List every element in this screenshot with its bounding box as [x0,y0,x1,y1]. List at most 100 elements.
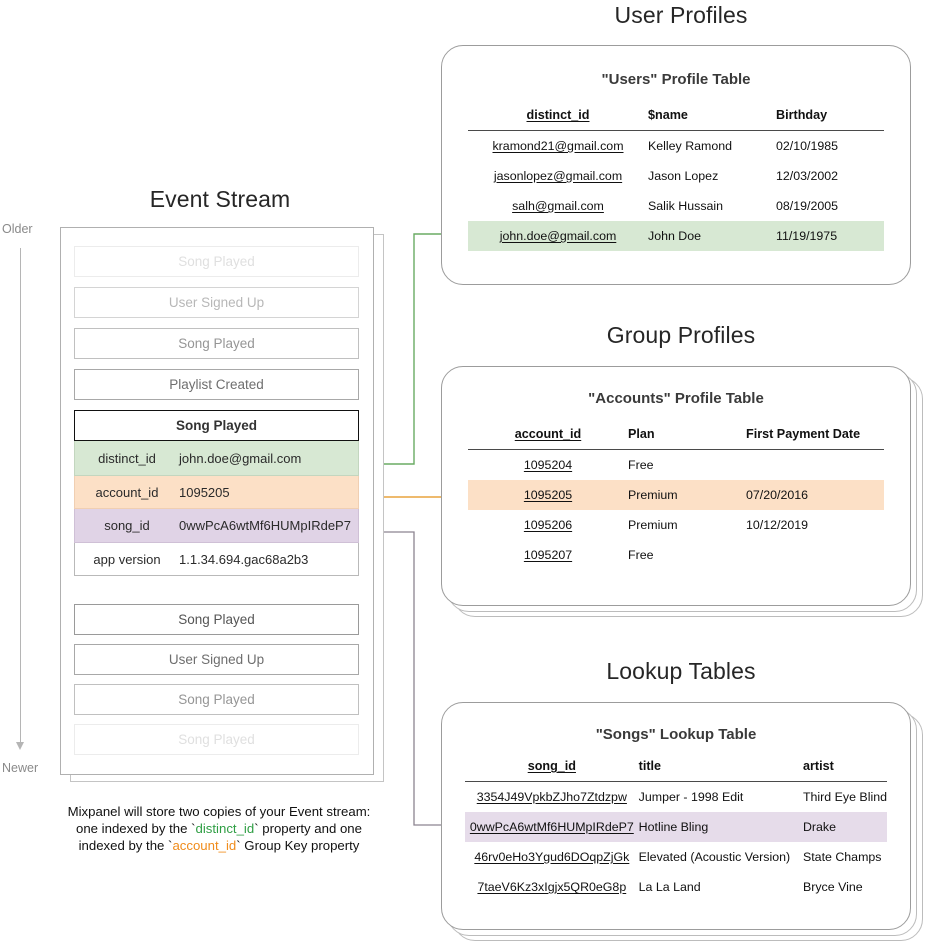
cell-birthday: 08/19/2005 [776,199,839,213]
cell-title: Elevated (Acoustic Version) [638,850,791,864]
users-table: distinct_id $name Birthday kramond21@gma… [468,108,884,251]
cell-title: La La Land [638,880,701,894]
group-profiles-content: "Accounts" Profile Table account_id Plan… [441,366,911,606]
selected-event-header: Song Played [74,410,359,441]
cell-distinct-id: john.doe@gmail.com [468,221,648,251]
cell-account-id: 1095206 [523,518,573,532]
accounts-table: account_id Plan First Payment Date 10952… [468,427,884,570]
event-item[interactable]: Song Played [74,684,359,715]
cell-distinct-id: jasonlopez@gmail.com [493,169,623,183]
column-header-artist: artist [802,759,887,782]
selected-event-name: Song Played [175,418,258,433]
event-item[interactable]: Song Played [74,246,359,277]
cell-artist: Bryce Vine [802,880,863,894]
cell-title: Jumper - 1998 Edit [638,790,744,804]
event-property-value: 1095205 [179,484,230,500]
table-row-highlighted[interactable]: john.doe@gmail.com John Doe 11/19/1975 [468,221,884,251]
cell-plan: Premium [628,480,746,510]
caption-line-3-suffix: ` Group Key property [236,838,360,853]
table-row[interactable]: 1095204 Free [468,450,884,481]
cell-plan: Premium [628,518,678,532]
caption-line-2-prefix: one indexed by the ` [76,821,196,836]
cell-song-id: 3354J49VpkbZJho7Ztdzpw [476,790,627,804]
cell-song-id: 46rv0eHo3Ygud6DOqpZjGk [474,850,630,864]
songs-table: song_id title artist 3354J49VpkbZJho7Ztd… [465,759,887,902]
selected-event-card[interactable]: Song Played distinct_id john.doe@gmail.c… [74,410,359,576]
event-property-distinct-id: distinct_id john.doe@gmail.com [74,441,359,476]
cell-plan: Free [628,458,654,472]
songs-table-title: "Songs" Lookup Table [595,726,757,743]
cell-song-id: 7taeV6Kz3xIgjx5QR0eG8p [477,880,627,894]
column-header-distinct-id: distinct_id [468,108,648,131]
caption-token-account-id: account_id [172,838,237,853]
event-item[interactable]: Playlist Created [74,369,359,400]
event-property-key: account_id [95,484,159,500]
lookup-tables-section-title: Lookup Tables [606,658,756,684]
column-header-first-payment-date: First Payment Date [746,427,884,450]
table-row[interactable]: 3354J49VpkbZJho7Ztdzpw Jumper - 1998 Edi… [465,782,887,813]
user-profiles-content: "Users" Profile Table distinct_id $name … [441,45,911,285]
accounts-table-title: "Accounts" Profile Table [588,390,764,407]
event-item[interactable]: User Signed Up [74,287,359,318]
event-property-value: john.doe@gmail.com [179,450,302,466]
events-after-list: Song Played User Signed Up Song Played S… [74,604,359,755]
table-row[interactable]: 46rv0eHo3Ygud6DOqpZjGk Elevated (Acousti… [465,842,887,872]
event-property-value: 0wwPcA6wtMf6HUMpIRdeP7 [179,518,351,533]
group-profiles-section-title: Group Profiles [606,322,756,348]
cell-birthday: 12/03/2002 [776,169,839,183]
cell-birthday: 11/19/1975 [776,221,884,251]
event-item-label: User Signed Up [168,652,265,667]
caption-line-3-prefix: indexed by the ` [78,838,173,853]
column-header-plan: Plan [628,427,746,450]
event-property-key: song_id [104,518,150,533]
event-item-label: User Signed Up [168,295,265,310]
event-item[interactable]: Song Played [74,724,359,755]
caption-token-distinct-id: distinct_id [195,821,255,836]
users-table-title: "Users" Profile Table [601,71,751,88]
cell-name: Jason Lopez [648,169,719,183]
caption-line-3: indexed by the `account_id` Group Key pr… [34,837,404,854]
column-header-title: title [638,759,803,782]
caption-line-2: one indexed by the `distinct_id` propert… [34,820,404,837]
table-header-row: account_id Plan First Payment Date [468,427,884,450]
event-item[interactable]: Song Played [74,328,359,359]
table-row[interactable]: salh@gmail.com Salik Hussain 08/19/2005 [468,191,884,221]
event-property-account-id: account_id 1095205 [74,476,359,509]
table-row[interactable]: 1095207 Free [468,540,884,570]
column-header-song-id: song_id [465,759,639,782]
cell-name: Kelley Ramond [648,139,733,153]
table-row[interactable]: kramond21@gmail.com Kelley Ramond 02/10/… [468,131,884,162]
cell-artist: Drake [802,812,887,842]
table-row[interactable]: 7taeV6Kz3xIgjx5QR0eG8p La La Land Bryce … [465,872,887,902]
table-row[interactable]: 1095206 Premium 10/12/2019 [468,510,884,540]
cell-distinct-id: salh@gmail.com [512,199,604,213]
caption-line-1: Mixpanel will store two copies of your E… [67,804,371,819]
timeline-older-label: Older [2,222,33,236]
event-property-key: distinct_id [98,450,156,466]
table-row-highlighted[interactable]: 1095205 Premium 07/20/2016 [468,480,884,510]
event-item[interactable]: Song Played [74,604,359,635]
event-item-label: Song Played [178,612,255,627]
cell-account-id: 1095207 [523,548,573,562]
event-item-label: Song Played [178,732,255,747]
timeline-line [20,248,21,744]
event-property-key: app version [93,551,161,567]
event-item[interactable]: User Signed Up [74,644,359,675]
event-property-app-version: app version 1.1.34.694.gac68a2b3 [74,543,359,576]
cell-name: Salik Hussain [648,199,724,213]
event-stream-caption: Mixpanel will store two copies of your E… [34,803,404,854]
cell-name: John Doe [648,221,776,251]
table-row[interactable]: jasonlopez@gmail.com Jason Lopez 12/03/2… [468,161,884,191]
cell-birthday: 02/10/1985 [776,139,839,153]
column-header-account-id: account_id [468,427,628,450]
table-header-row: song_id title artist [465,759,887,782]
event-stream-title: Event Stream [149,186,291,212]
cell-artist: State Champs [802,850,882,864]
cell-account-id: 1095204 [523,458,573,472]
timeline-arrow-icon [15,742,24,750]
column-header-name: $name [648,108,776,131]
table-row-highlighted[interactable]: 0wwPcA6wtMf6HUMpIRdeP7 Hotline Bling Dra… [465,812,887,842]
event-item-label: Playlist Created [169,377,264,392]
cell-plan: Free [628,548,654,562]
user-profiles-section-title: User Profiles [614,2,748,28]
